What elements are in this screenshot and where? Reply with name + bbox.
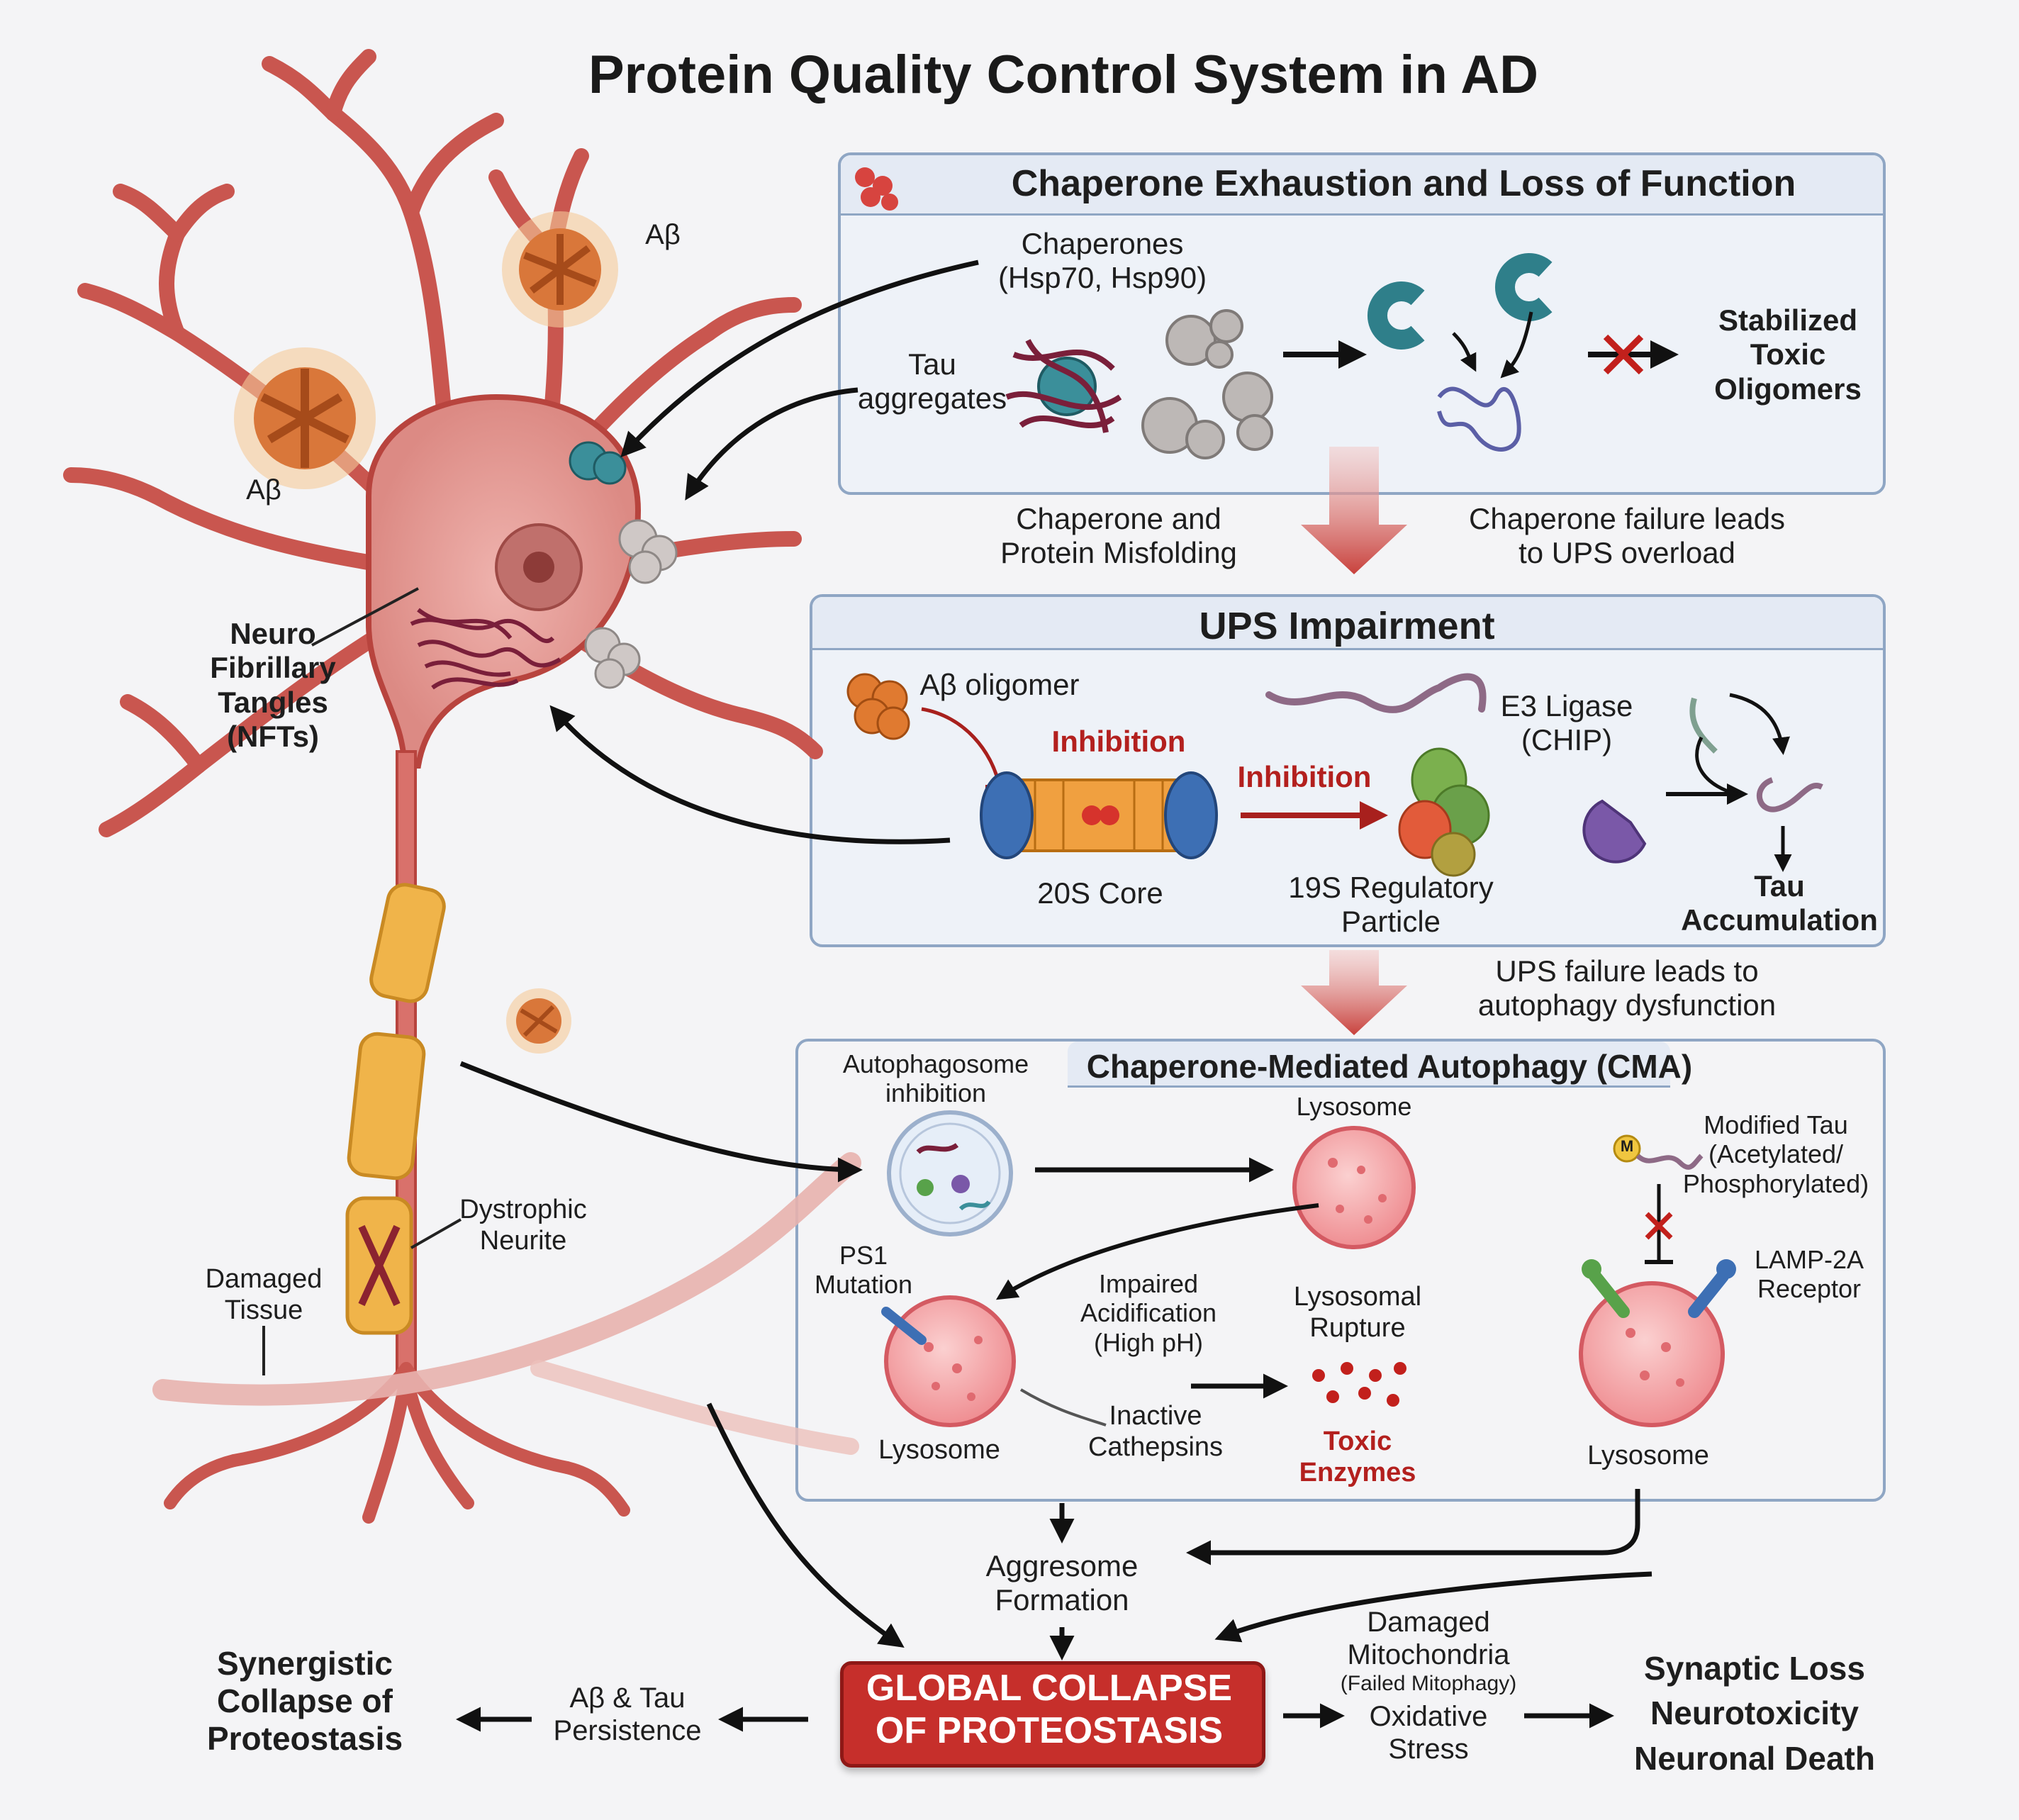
chaperone-panel (838, 152, 1886, 495)
cma-panel-heading: Chaperone-Mediated Autophagy (CMA) (1086, 1048, 1693, 1085)
cma-panel (795, 1039, 1886, 1502)
cma-panel-header (1068, 1042, 1670, 1088)
autophagy-dysfunction-caption: UPS failure leads to autophagy dysfuncti… (1477, 954, 1777, 1022)
lamp-label: LAMP-2A Receptor (1754, 1245, 1864, 1304)
toxic-label: Toxic Enzymes (1299, 1427, 1416, 1487)
ups-panel-graphics (846, 673, 1823, 877)
blocked-x-cma (1645, 1212, 1673, 1240)
autophagosome-icon (887, 1110, 1013, 1236)
stabilized-label: Stabilized Toxic Oligomers (1714, 303, 1862, 406)
ps1-label: PS1 Mutation (814, 1241, 913, 1300)
neuron-illustration (63, 49, 861, 1524)
chaperone-panel-graphics (855, 167, 1679, 459)
rupture-label: Lysosomal Rupture (1293, 1282, 1422, 1343)
abeta-plaque-icon (234, 211, 618, 1054)
core-label: 20S Core (1037, 876, 1163, 910)
abeta-label-2: Aβ (246, 474, 281, 506)
abeta-oligomer-icon (846, 673, 910, 740)
mitochondria-label: Damaged Mitochondria (1347, 1607, 1510, 1670)
connector-arrows (456, 259, 1652, 1732)
chaperone-icon (569, 441, 627, 485)
down-arrow-2 (1301, 950, 1407, 1035)
tau-aggregate-icon (410, 608, 561, 690)
oligomer-squiggle (1437, 386, 1521, 452)
m-badge: M (1620, 1137, 1634, 1155)
outcome-label: Synaptic Loss Neurotoxicity Neuronal Dea… (1634, 1650, 1875, 1777)
ups-overload-caption: Chaperone failure leads to UPS overload (1469, 502, 1785, 570)
abeta-oligomer-label: Aβ oligomer (919, 668, 1080, 701)
modified-tau-icon (1613, 1134, 1704, 1170)
e3-ligase-icon (1582, 799, 1647, 864)
chaperone-misfolding-caption: Chaperone and Protein Misfolding (1000, 502, 1237, 570)
tau-accumulation-label: Tau Accumulation (1681, 869, 1878, 937)
damaged-tissue-band (152, 1152, 861, 1406)
ups-panel (810, 594, 1886, 947)
global-collapse-box (840, 1661, 1265, 1768)
ups-panel-heading: UPS Impairment (1199, 605, 1495, 647)
nft-label: Neuro Fibrillary Tangles (NFTs) (210, 617, 336, 753)
ubiquitin-chain (1265, 673, 1487, 713)
leader-lines (262, 587, 462, 1375)
lysosome-top-label: Lysosome (1296, 1092, 1412, 1121)
lysosome-left-label: Lysosome (878, 1435, 1000, 1465)
abeta-label-1: Aβ (645, 219, 681, 250)
ups-panel-header (812, 597, 1883, 650)
persistence-label: Aβ & Tau Persistence (553, 1682, 702, 1746)
modified-tau-label: Modified Tau (Acetylated/ Phosphorylated… (1682, 1110, 1869, 1198)
tau-aggregates-icon (1005, 339, 1122, 433)
page-title: Protein Quality Control System in AD (588, 45, 1539, 105)
dystrophic-label: Dystrophic Neurite (459, 1195, 587, 1256)
chaperone-panel-heading: Chaperone Exhaustion and Loss of Functio… (1011, 163, 1796, 204)
myelin-sheaths (345, 883, 446, 1335)
mitophagy-label: (Failed Mitophagy) (1340, 1672, 1517, 1695)
exhausted-chaperones-icon (1141, 309, 1273, 459)
global-collapse-label: GLOBAL COLLAPSE OF PROTEOSTASIS (866, 1668, 1233, 1751)
down-arrow-1 (1301, 447, 1407, 574)
toxic-enzymes-icon (1312, 1362, 1406, 1407)
ps1-lysosome-icon (881, 1295, 1016, 1427)
e3-label: E3 Ligase (CHIP) (1500, 689, 1633, 757)
impaired-label: Impaired Acidification (High pH) (1080, 1269, 1217, 1357)
active-chaperones-icon (1368, 253, 1553, 350)
blocked-x (1603, 334, 1644, 375)
cma-panel-graphics (881, 1110, 1736, 1427)
synergistic-label: Synergistic Collapse of Proteostasis (206, 1645, 403, 1757)
chaperones-label: Chaperones (Hsp70, Hsp90) (997, 227, 1207, 295)
inhibition-label-1: Inhibition (1051, 725, 1186, 758)
lysosome-right-label: Lysosome (1587, 1441, 1709, 1470)
chaperone-panel-header (841, 155, 1883, 216)
autophagosome-label: Autophagosome inhibition (842, 1049, 1029, 1108)
aggresome-label: Aggresome Formation (985, 1549, 1139, 1617)
regulatory-particle-icon (1398, 747, 1490, 877)
lamp2a-receptor-icon (1582, 1259, 1736, 1318)
nucleolus (523, 552, 554, 583)
oxidative-label: Oxidative Stress (1369, 1701, 1488, 1765)
misfolded-proteins (584, 519, 678, 689)
lysosome-icon (1292, 1126, 1416, 1249)
heading-molecule-icon (855, 167, 898, 211)
inhibition-label-2: Inhibition (1237, 760, 1372, 793)
inactive-label: Inactive Cathepsins (1087, 1401, 1224, 1462)
regulatory-label: 19S Regulatory Particle (1288, 871, 1494, 939)
proteasome-icon (980, 771, 1218, 859)
tau-aggregates-label: Tau aggregates (857, 347, 1007, 415)
damaged-tissue-label: Damaged Tissue (205, 1264, 323, 1325)
lamp2a-lysosome-icon (1579, 1281, 1725, 1427)
